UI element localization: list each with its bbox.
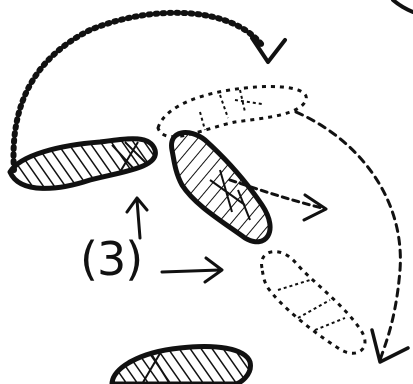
short-dashed-arrow [228,178,324,210]
right-curved-dashed-arrow [294,110,402,362]
short-dashed-arrow-head [302,193,328,222]
left-footprint-crosshatch [111,141,149,173]
bottom-footprint-crosshatch [141,349,171,384]
upper-dashed-footprint [156,85,308,139]
right-arrow-head [203,256,224,284]
right-curved-dashed-arrow-head [370,328,410,364]
lower-dashed-footprint [260,250,367,355]
left-solid-footprint [7,136,158,191]
curved-arrow-arc-head [250,36,287,64]
right-arrow [160,268,222,274]
lower-dashed-footprint-lines [277,279,346,331]
up-arrow-head [125,196,149,214]
upper-dashed-footprint-lines [199,89,263,131]
step-number-label: (3) [80,232,143,286]
up-arrow [135,198,142,240]
center-footprint-crosshatch [209,169,251,221]
corner-mark [391,0,413,14]
bottom-solid-footprint [109,344,253,384]
curved-arrow-arc [10,9,265,173]
